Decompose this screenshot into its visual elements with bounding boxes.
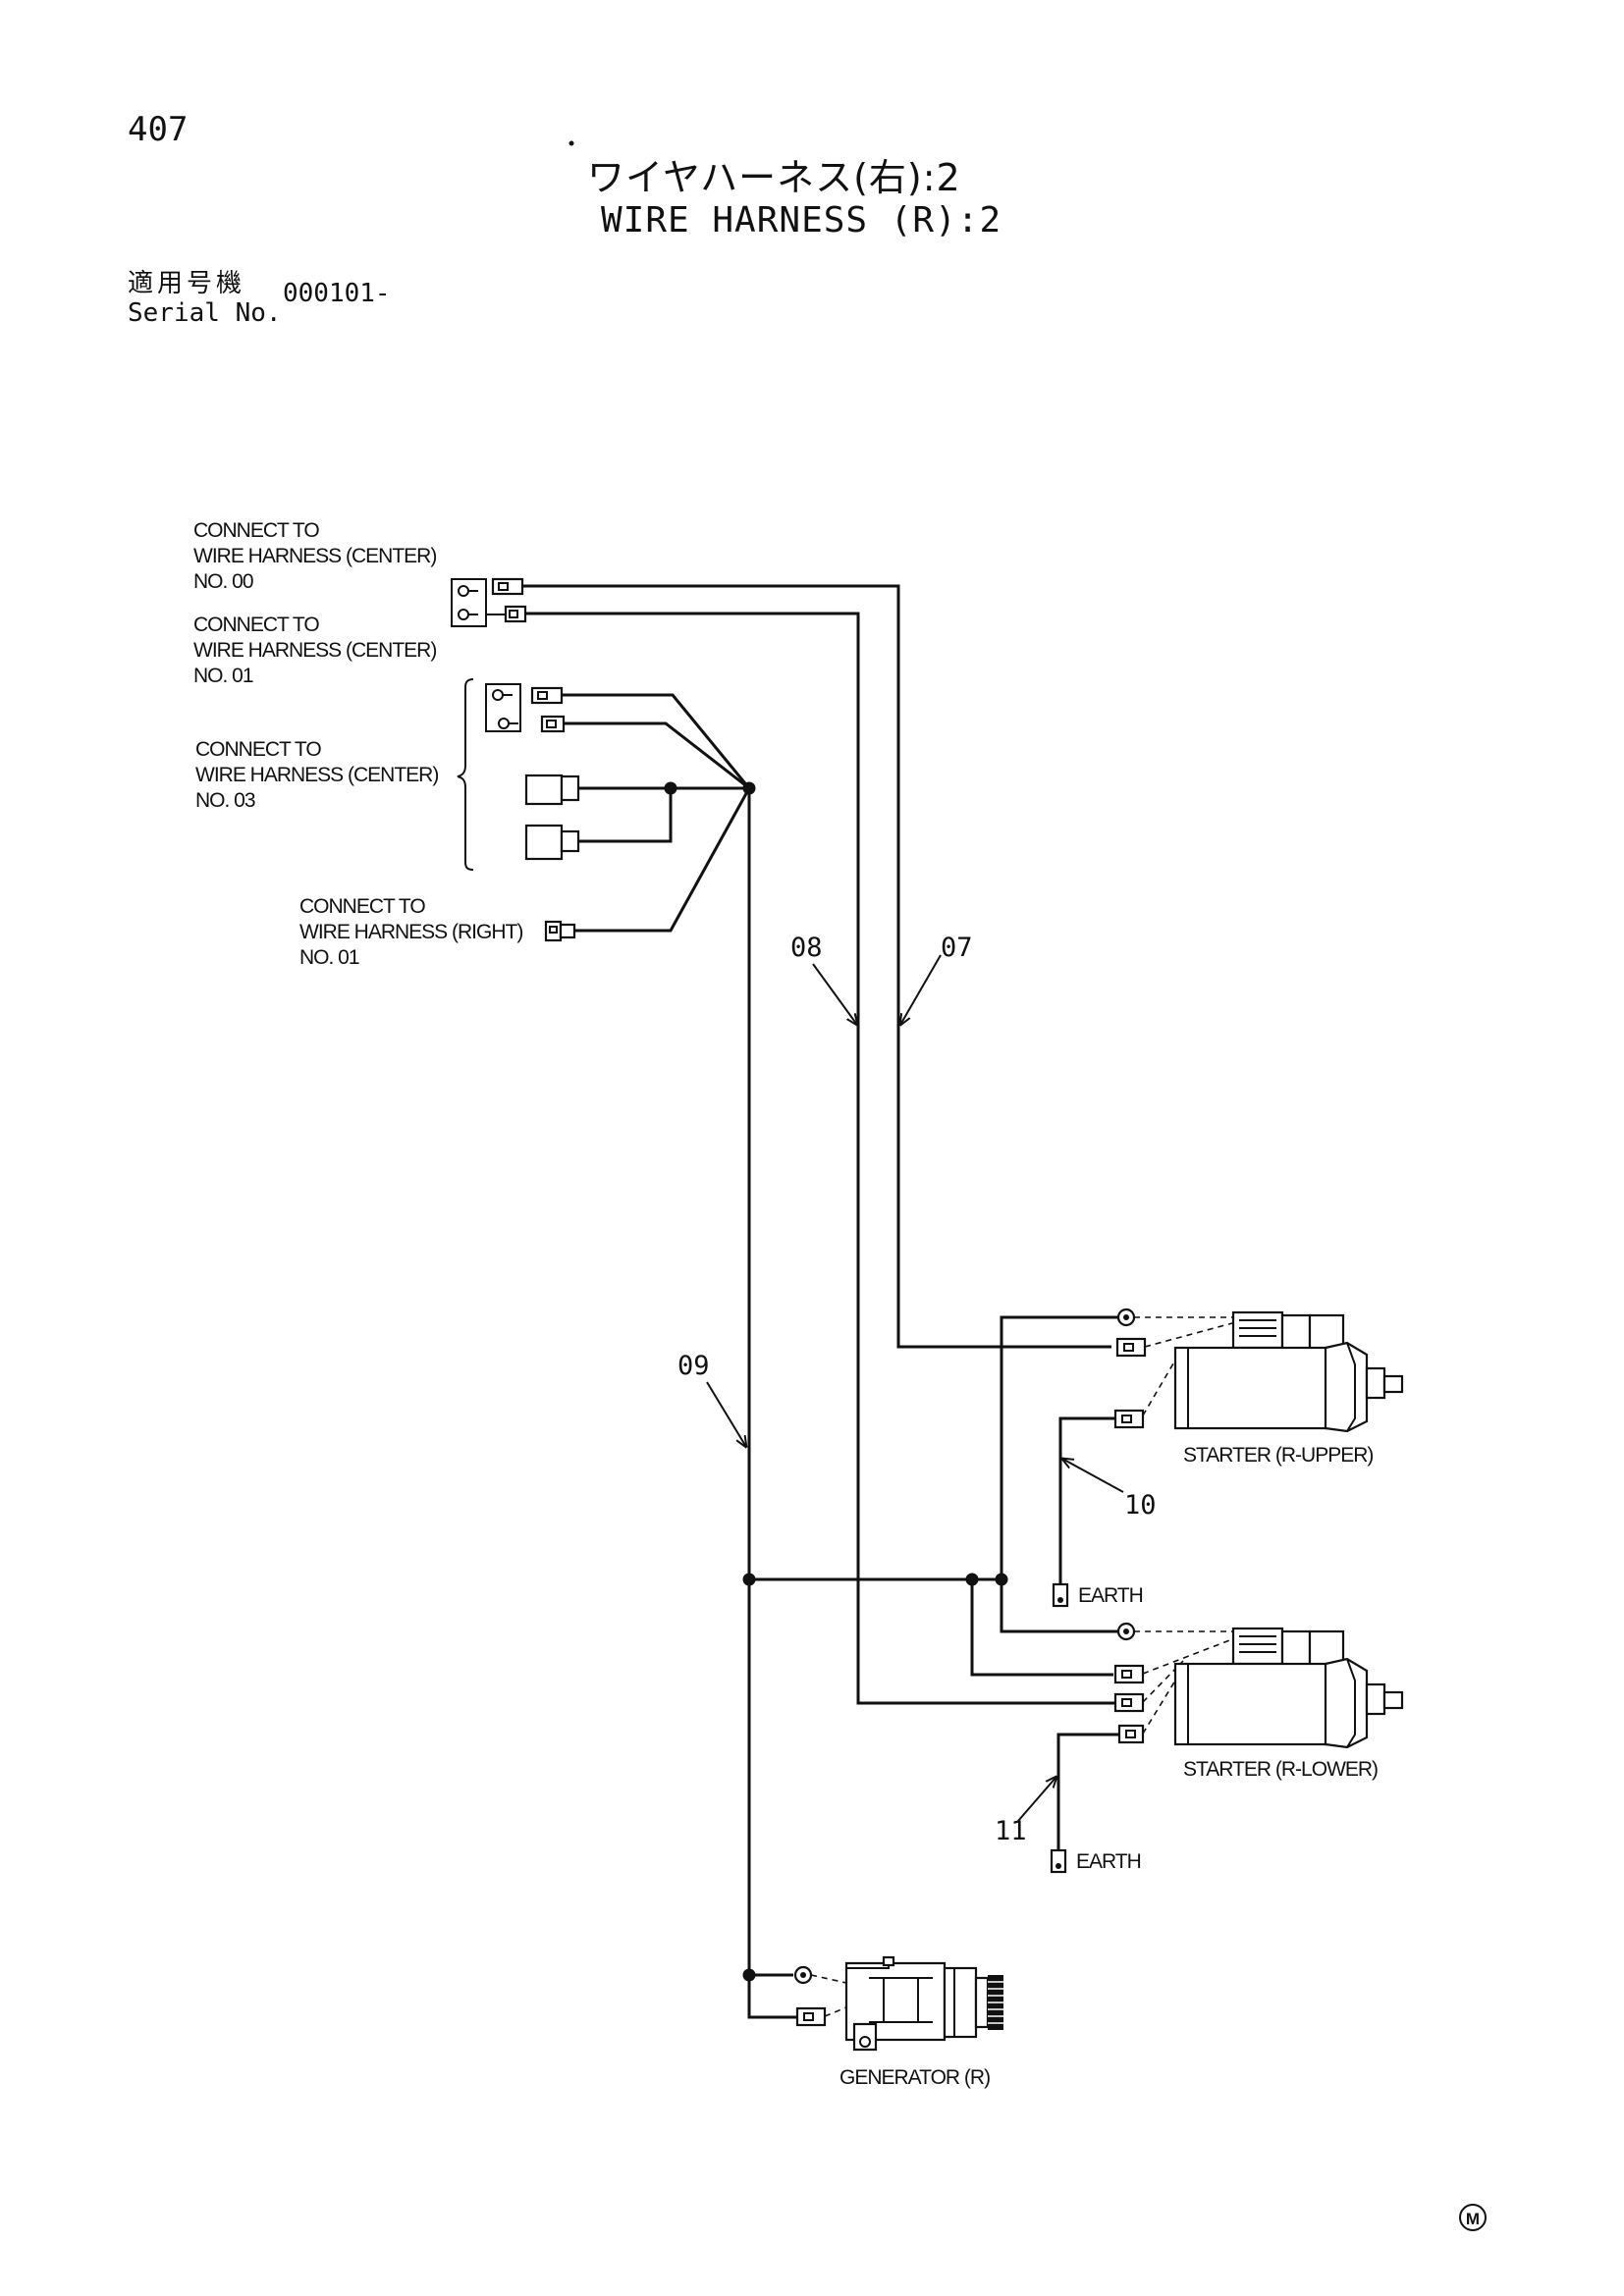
connector-housing [451, 578, 487, 627]
serial-label-japanese: 適用号機 [128, 269, 246, 298]
label-line: NO. 01 [193, 665, 253, 687]
label-connect-center-01: CONNECT TO WIRE HARNESS (CENTER) NO. 01 [193, 614, 437, 687]
serial-label-english: Serial No. [128, 298, 282, 328]
terminal-icon [795, 2006, 827, 2027]
generator-label: GENERATOR (R) [839, 2066, 990, 2089]
label-line: WIRE HARNESS (CENTER) [193, 545, 436, 567]
terminal-icon [1115, 1337, 1147, 1358]
starter-lower-label: STARTER (R-LOWER) [1183, 1758, 1378, 1781]
page-number: 407 [128, 110, 189, 149]
junction-dot [742, 1968, 756, 1982]
label-line: NO. 00 [193, 570, 253, 593]
label-line: CONNECT TO [193, 519, 319, 542]
junction-dots [664, 781, 1008, 1982]
wire-07 [522, 584, 1111, 1349]
starter-lower-drawing [1173, 1627, 1404, 1749]
label-line: CONNECT TO [195, 738, 321, 761]
wire-11 [1056, 1733, 1119, 1850]
junction-dot [664, 781, 677, 795]
junction-dot [742, 1573, 756, 1586]
callout-number: 09 [677, 1351, 710, 1381]
junction-dot [965, 1573, 979, 1586]
connector-housing [485, 683, 521, 732]
earth-1-label: EARTH [1078, 1584, 1143, 1607]
wire-10 [1058, 1416, 1115, 1584]
label-connect-center-03: CONNECT TO WIRE HARNESS (CENTER) NO. 03 [195, 738, 439, 812]
label-line: CONNECT TO [193, 614, 319, 636]
callout-number: 08 [790, 933, 823, 963]
terminal-icon [544, 920, 563, 942]
starter-lower-terminals [1113, 1622, 1235, 1744]
mark-letter: M [1466, 2210, 1480, 2228]
wire-08 [524, 612, 1115, 1705]
connector-center-03 [457, 678, 580, 871]
terminal-icon [1113, 1692, 1145, 1713]
label-line: WIRE HARNESS (CENTER) [195, 764, 438, 786]
serial-number-value: 000101- [283, 279, 391, 308]
label-line: WIRE HARNESS (RIGHT) [299, 921, 522, 943]
callout-08: 08 [790, 933, 857, 1025]
group-brace [457, 678, 474, 871]
terminal-icon [1117, 1724, 1145, 1744]
manufacturer-mark: M [1459, 2204, 1487, 2231]
plug-connector [524, 774, 564, 806]
page-title-japanese: ワイヤハーネス(右):2 [587, 156, 961, 199]
callout-09: 09 [677, 1351, 746, 1447]
callout-11: 11 [995, 1777, 1056, 1846]
generator-drawing [844, 1955, 1003, 2052]
callout-10: 10 [1062, 1459, 1157, 1521]
label-line: NO. 03 [195, 789, 255, 812]
junction-dot [995, 1573, 1008, 1586]
label-connect-right-01: CONNECT TO WIRE HARNESS (RIGHT) NO. 01 [299, 895, 523, 969]
earth-2-label: EARTH [1076, 1850, 1141, 1873]
earth-1-terminal [1052, 1582, 1069, 1608]
plug-connector [524, 824, 564, 861]
wire-09-trunk [747, 788, 1121, 2019]
label-line: NO. 01 [299, 946, 359, 969]
label-line: WIRE HARNESS (CENTER) [193, 639, 436, 662]
generator-terminals [793, 1965, 847, 2027]
wire-09-branches [562, 693, 751, 933]
connector-right-01 [544, 920, 576, 942]
label-connect-center-00: CONNECT TO WIRE HARNESS (CENTER) NO. 00 [193, 519, 437, 593]
callout-number: 11 [995, 1816, 1027, 1846]
page-title-english: WIRE HARNESS (R):2 [601, 200, 1002, 240]
label-line: CONNECT TO [299, 895, 425, 918]
title-dot [568, 140, 574, 146]
earth-2-terminal [1050, 1848, 1067, 1874]
terminal-icon [540, 715, 566, 733]
connector-center-00-01 [451, 577, 527, 627]
terminal-icon [1113, 1664, 1145, 1684]
callout-number: 10 [1124, 1490, 1157, 1521]
callout-number: 07 [941, 933, 973, 963]
starter-upper-drawing [1173, 1310, 1404, 1433]
junction-dot [742, 781, 756, 795]
starter-upper-label: STARTER (R-UPPER) [1183, 1444, 1373, 1467]
callout-07: 07 [900, 933, 973, 1025]
terminal-icon [1113, 1409, 1145, 1429]
